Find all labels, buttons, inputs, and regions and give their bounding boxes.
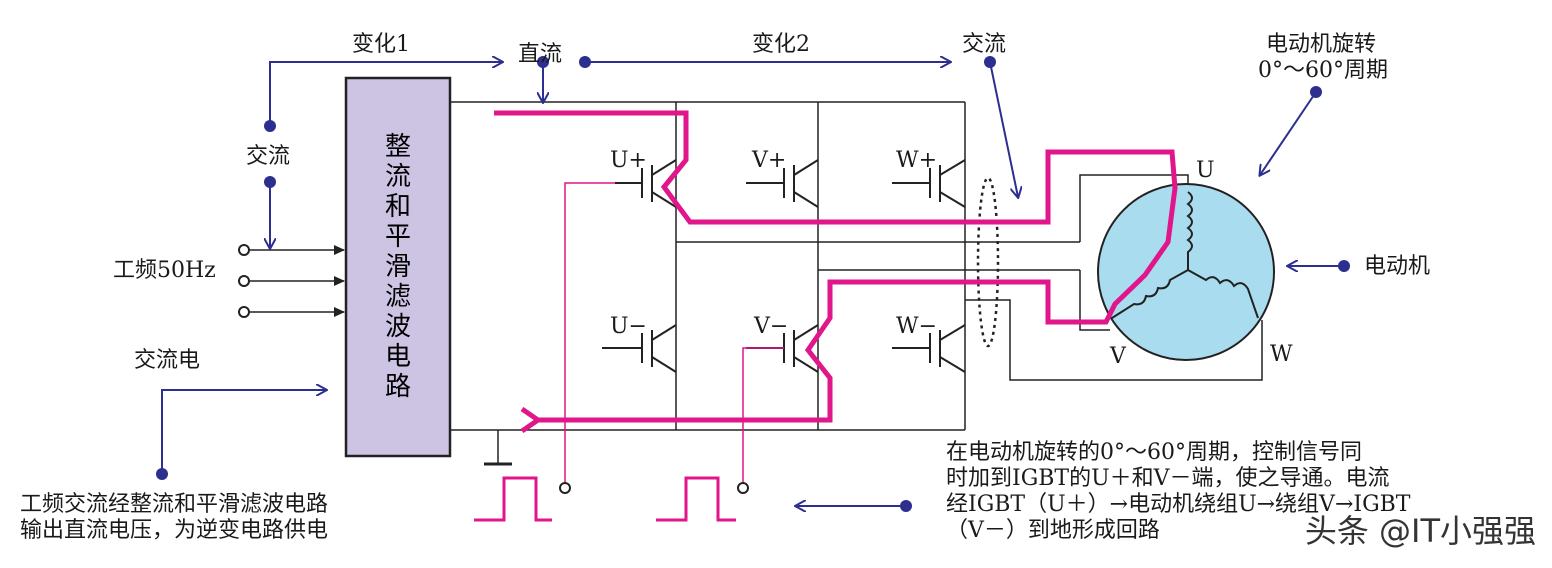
igbt-u-plus xyxy=(615,159,677,208)
label-phase-w: W xyxy=(1270,342,1293,367)
rectifier-char: 路 xyxy=(384,372,411,402)
label-ac-left: 交流 xyxy=(246,144,291,169)
rectifier-char: 整 xyxy=(384,132,411,162)
note-left-line-1: 工频交流经整流和平滑滤波电路 xyxy=(20,492,329,517)
note-right-line-3: 经IGBT（U＋）→电动机绕组U→绕组V→IGBT xyxy=(946,492,1411,517)
watermark: 头条 @IT小强强 xyxy=(1304,512,1536,550)
igbt-u-minus xyxy=(602,324,677,373)
label-v-plus: V+ xyxy=(752,148,787,173)
label-motor: 电动机 xyxy=(1364,254,1431,279)
input-terminals xyxy=(238,244,345,318)
note-right-line-2: 时加到IGBT的U＋和V－端，使之导通。电流 xyxy=(946,466,1390,491)
rectifier-char: 流 xyxy=(384,162,411,192)
label-phase-v: V xyxy=(1110,344,1126,369)
rectifier-char: 波 xyxy=(384,312,411,342)
note-right-line-1: 在电动机旋转的0°～60°周期，控制信号同 xyxy=(946,440,1362,465)
label-u-minus: U− xyxy=(610,314,647,339)
label-ac-power: 交流电 xyxy=(134,348,201,373)
label-v-minus: V− xyxy=(754,314,789,339)
igbt-w-minus xyxy=(892,324,966,373)
label-motor-rotation-2: 0°～60°周期 xyxy=(1258,58,1388,83)
annotation-dots xyxy=(156,56,1350,512)
label-w-minus: W− xyxy=(896,314,938,339)
label-ac-top: 交流 xyxy=(962,32,1007,57)
motor xyxy=(1097,183,1275,361)
label-phase-u: U xyxy=(1196,158,1215,183)
igbt-v-plus xyxy=(746,159,819,208)
igbt-switches xyxy=(602,159,966,373)
rectifier-char: 滑 xyxy=(384,252,411,282)
note-right: 在电动机旋转的0°～60°周期，控制信号同 时加到IGBT的U＋和V－端，使之导… xyxy=(946,440,1410,544)
rectifier-label: 整 流 和 平 滑 滤 波 电 路 xyxy=(346,78,450,456)
note-right-line-4: （V－）到地形成回路 xyxy=(946,518,1160,543)
rectifier-char: 和 xyxy=(384,192,411,222)
gate-terminals xyxy=(559,482,749,494)
label-dc: 直流 xyxy=(518,42,563,67)
control-pulses xyxy=(474,476,736,522)
rectifier-block xyxy=(344,76,452,458)
rectifier-char: 滤 xyxy=(384,282,411,312)
note-left-line-2: 输出直流电压，为逆变电路供电 xyxy=(20,518,329,543)
rectifier-char: 平 xyxy=(384,222,411,252)
gate-signal-wires xyxy=(564,182,784,484)
igbt-w-plus xyxy=(892,159,966,208)
label-mains-frequency: 工频50Hz xyxy=(113,258,216,283)
label-u-plus: U+ xyxy=(610,148,647,173)
label-change2: 变化2 xyxy=(752,32,810,57)
label-change1: 变化1 xyxy=(352,32,410,57)
annotation-arrows xyxy=(161,62,1340,506)
label-motor-rotation-1: 电动机旋转 xyxy=(1266,32,1377,57)
current-path xyxy=(494,110,1178,420)
output-group-ellipse xyxy=(976,176,1000,348)
rectifier-char: 电 xyxy=(384,342,411,372)
label-w-plus: W+ xyxy=(896,148,938,173)
note-left: 工频交流经整流和平滑滤波电路 输出直流电压，为逆变电路供电 xyxy=(20,492,328,544)
